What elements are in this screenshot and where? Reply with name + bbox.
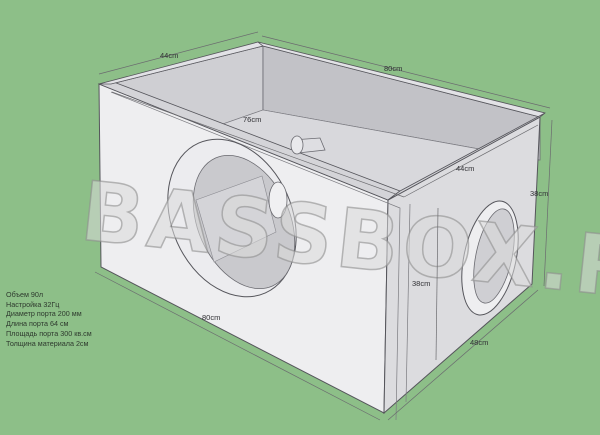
spec-material-thickness: Толщина материала 2см [6,338,89,348]
dim-line-outer-depth [98,31,259,75]
internal-port-mouth [290,135,304,155]
side-port-hole-inner [473,208,515,304]
back-port-opening [268,181,288,219]
spec-list: Объем 90л Настройка 32Гц Диаметр порта 2… [6,290,92,348]
label-inner-height: 38cm [412,279,430,288]
top-right-edge [387,112,546,201]
dim-line-inner-depth [403,124,539,198]
label-inner-depth: 44cm [456,164,474,173]
label-outer-height: 38cm [530,189,548,198]
dim-line-outer-depth-bottom [387,289,539,421]
dim-line-outer-length-bottom [94,271,381,421]
spec-tuning: Настройка 32Гц [6,299,60,309]
spec-port-diameter: Диаметр порта 200 мм [6,309,82,319]
label-inner-length: 76cm [243,115,261,124]
label-outer-length-bottom: 80cm [202,313,220,322]
spec-port-area: Площадь порта 300 кв.см [6,328,92,338]
dim-line-inner-height [435,207,439,361]
label-outer-length-top: 80cm [384,64,402,73]
label-outer-depth: 44cm [160,51,178,60]
front-speaker-hole-view [195,175,277,263]
spec-volume: Объем 90л [6,290,44,299]
dim-line-inner-length [111,91,405,198]
dim-line-outer-height [543,119,553,287]
front-panel-vertical [405,203,411,403]
dim-line-outer-length-top [261,35,551,109]
label-outer-depth-bottom: 48cm [470,338,488,347]
front-inner-panel-edge [110,91,401,421]
spec-port-length: Длина порта 64 см [6,319,69,329]
